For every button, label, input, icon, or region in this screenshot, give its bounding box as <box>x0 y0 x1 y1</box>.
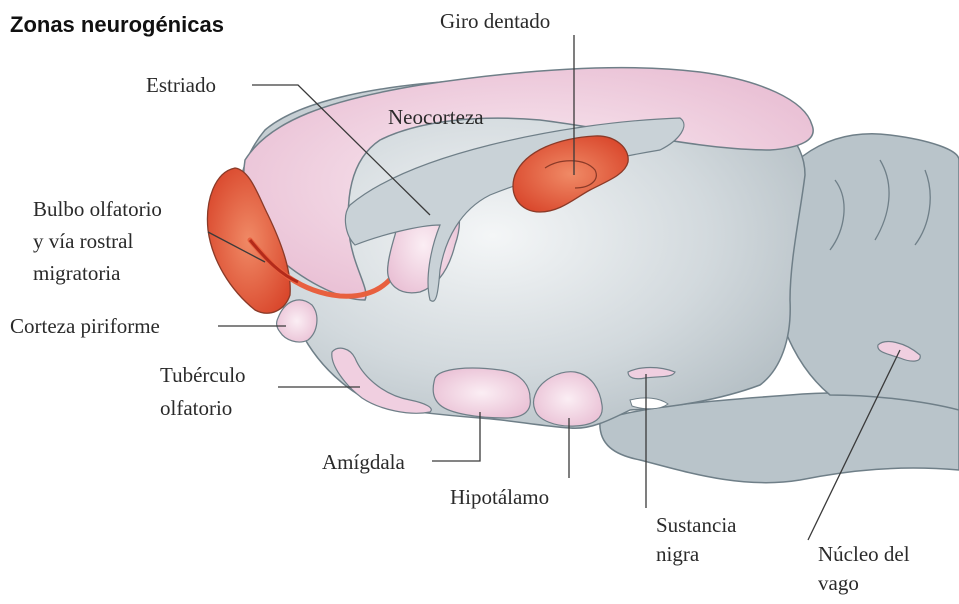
label-sustancia-line2: nigra <box>656 541 699 567</box>
label-bulbo-line2: y vía rostral <box>33 228 133 254</box>
label-estriado: Estriado <box>146 72 216 98</box>
label-vago-line1: Núcleo del <box>818 541 910 567</box>
label-corteza-piriforme: Corteza piriforme <box>10 313 160 339</box>
leader-amigdala <box>432 412 480 461</box>
label-amigdala: Amígdala <box>322 449 405 475</box>
label-neocorteza: Neocorteza <box>388 104 484 130</box>
label-vago-line2: vago <box>818 570 859 596</box>
label-sustancia-line1: Sustancia <box>656 512 736 538</box>
label-tuberculo-line1: Tubérculo <box>160 362 246 388</box>
label-bulbo-line1: Bulbo olfatorio <box>33 196 162 222</box>
label-tuberculo-line2: olfatorio <box>160 395 232 421</box>
label-giro-dentado: Giro dentado <box>440 8 550 34</box>
label-bulbo-line3: migratoria <box>33 260 120 286</box>
label-hipotalamo: Hipotálamo <box>450 484 549 510</box>
diagram-title: Zonas neurogénicas <box>10 12 224 38</box>
